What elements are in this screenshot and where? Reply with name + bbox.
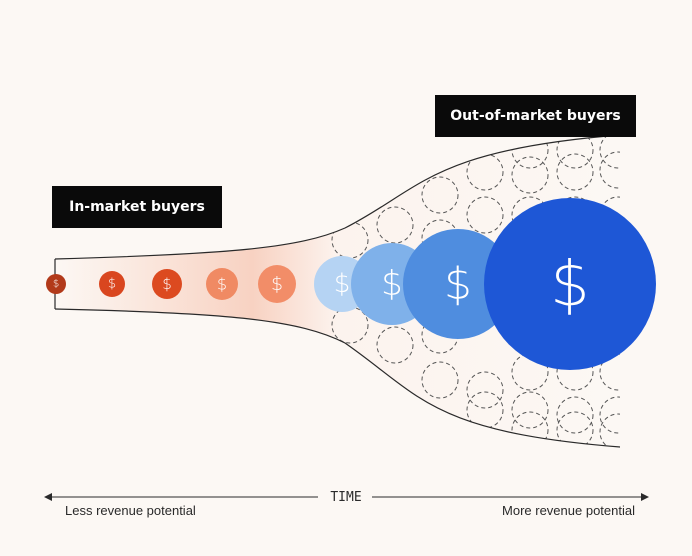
dashed-buyer-circle: [599, 396, 620, 434]
dollar-coin-icon: $: [206, 268, 238, 300]
dashed-buyer-circle: [556, 135, 594, 169]
dollar-sign-icon: $: [381, 264, 403, 304]
dollar-coin-icon: $: [258, 265, 296, 303]
dashed-buyer-circle: [511, 391, 549, 429]
funnel-bottom-edge: [54, 308, 621, 448]
dollar-sign-icon: $: [217, 275, 227, 294]
dashed-buyer-circle: [556, 153, 594, 191]
arrow-left-icon: [44, 493, 52, 501]
revenue-coins: $ $ $ $ $ $ $ $ $: [46, 198, 656, 370]
in-market-buyers-label: In-market buyers: [52, 186, 222, 228]
coin-circle: [484, 198, 656, 370]
dashed-buyer-circle: [599, 135, 620, 169]
coin-circle: [258, 265, 296, 303]
dollar-coin-icon: $: [46, 274, 66, 294]
funnel-top-edge: [54, 134, 621, 260]
time-axis-title: TIME: [322, 490, 370, 505]
dollar-coin-icon: $: [403, 229, 513, 339]
dashed-buyer-circle: [421, 176, 459, 214]
dashed-buyer-circle: [599, 413, 620, 447]
dashed-buyer-circle: [376, 206, 414, 244]
dashed-buyer-circle: [556, 411, 594, 447]
dashed-buyer-circle: [511, 156, 549, 194]
dollar-coin-icon: $: [152, 269, 182, 299]
dashed-buyer-circle: [599, 151, 620, 189]
dashed-buyer-circle: [556, 396, 594, 434]
dollar-sign-icon: $: [444, 259, 472, 310]
dashed-buyer-circle: [466, 196, 504, 234]
dollar-sign-icon: $: [550, 248, 589, 321]
dollar-coin-icon: $: [99, 271, 125, 297]
dashed-buyer-circle: [376, 326, 414, 364]
more-revenue-label: More revenue potential: [502, 503, 635, 518]
arrow-right-icon: [641, 493, 649, 501]
dollar-sign-icon: $: [334, 269, 351, 299]
dashed-buyer-circle: [421, 361, 459, 399]
coin-circle: [99, 271, 125, 297]
coin-circle: [152, 269, 182, 299]
dashed-buyer-circle: [466, 371, 504, 409]
coin-circle: [46, 274, 66, 294]
time-axis: [44, 493, 649, 501]
dollar-sign-icon: $: [53, 279, 59, 290]
dollar-sign-icon: $: [271, 273, 283, 295]
less-revenue-label: Less revenue potential: [65, 503, 196, 518]
out-of-market-buyers-label: Out-of-market buyers: [435, 95, 636, 137]
dollar-sign-icon: $: [108, 277, 116, 292]
dollar-coin-icon: $: [484, 198, 656, 370]
coin-circle: [206, 268, 238, 300]
dollar-sign-icon: $: [162, 275, 172, 293]
dashed-buyer-circle: [511, 411, 549, 447]
coin-circle: [403, 229, 513, 339]
